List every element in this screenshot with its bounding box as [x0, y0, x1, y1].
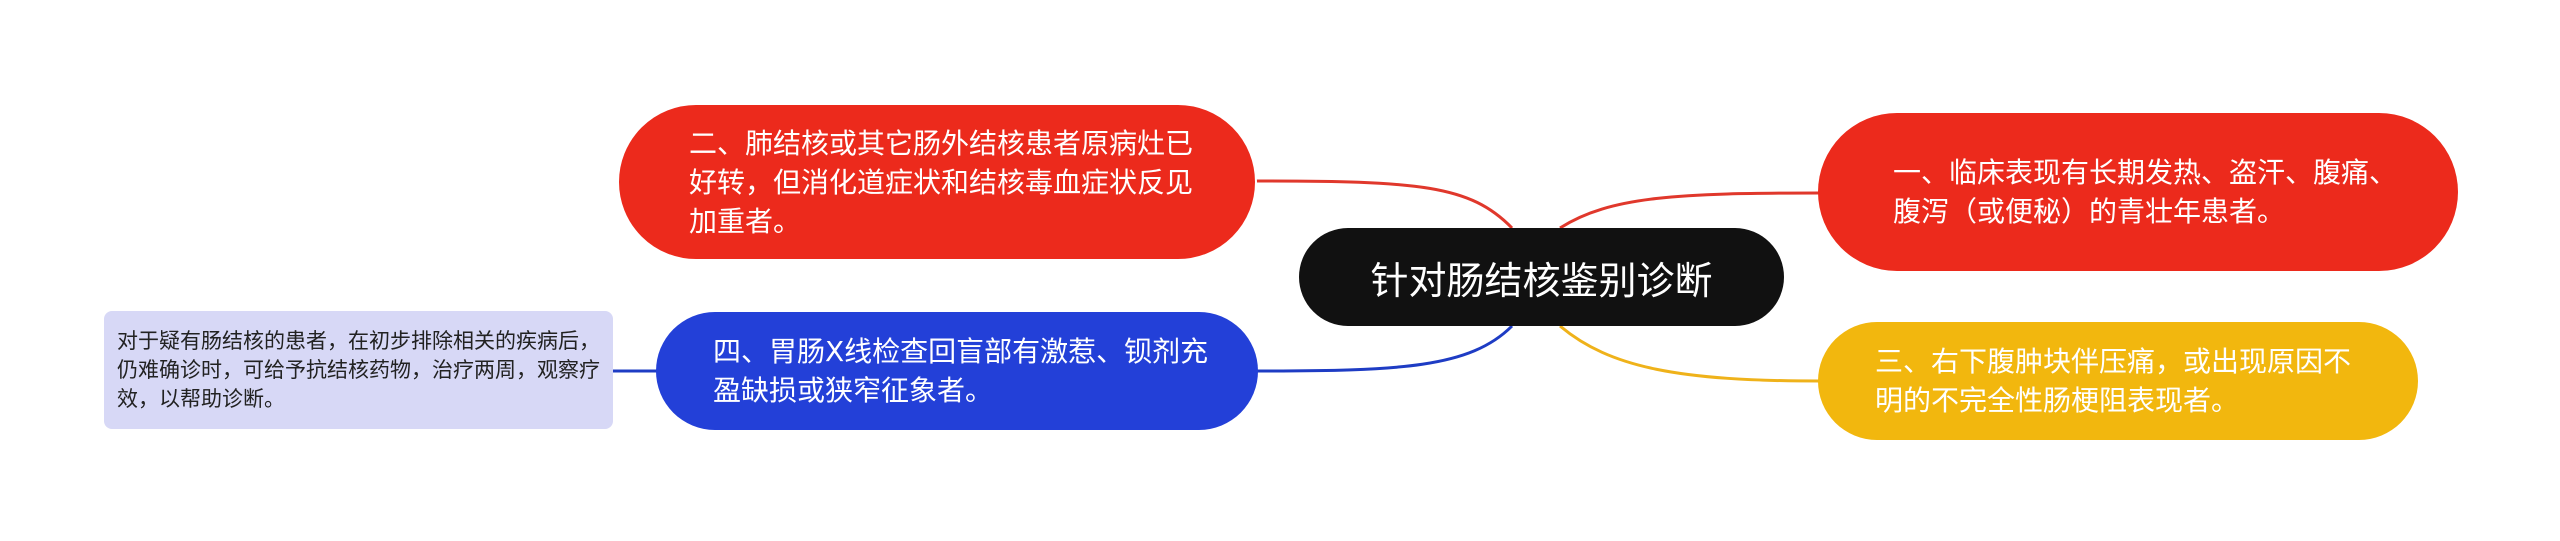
central-topic[interactable]: 针对肠结核鉴别诊断 — [1299, 228, 1784, 326]
branch-3-text: 三、右下腹肿块伴压痛，或出现原因不明的不完全性肠梗阻表现者。 — [1875, 345, 2352, 417]
branch-node-1[interactable]: 一、临床表现有长期发热、盗汗、腹痛、腹泻（或便秘）的青壮年患者。 — [1818, 113, 2458, 271]
branch-1-text: 一、临床表现有长期发热、盗汗、腹痛、腹泻（或便秘）的青壮年患者。 — [1893, 156, 2398, 228]
branch-4-note-text: 对于疑有肠结核的患者，在初步排除相关的疾病后，仍难确诊时，可给予抗结核药物，治疗… — [117, 328, 600, 411]
central-topic-label: 针对肠结核鉴别诊断 — [1370, 258, 1713, 303]
branch-4-note[interactable]: 对于疑有肠结核的患者，在初步排除相关的疾病后，仍难确诊时，可给予抗结核药物，治疗… — [104, 311, 613, 429]
branch-node-2[interactable]: 二、肺结核或其它肠外结核患者原病灶已好转，但消化道症状和结核毒血症状反见加重者。 — [617, 103, 1257, 261]
branch-2-text: 二、肺结核或其它肠外结核患者原病灶已好转，但消化道症状和结核毒血症状反见加重者。 — [689, 126, 1194, 238]
branch-4-text: 四、胃肠X线检查回盲部有激惹、钡剂充盈缺损或狭窄征象者。 — [713, 335, 1209, 407]
branch-node-3[interactable]: 三、右下腹肿块伴压痛，或出现原因不明的不完全性肠梗阻表现者。 — [1818, 322, 2418, 440]
connector-center-to-branch-4 — [1255, 324, 1514, 373]
connector-center-to-branch-2 — [1254, 179, 1514, 230]
connector-center-to-branch-3 — [1559, 324, 1821, 383]
connector-center-to-branch-1 — [1559, 191, 1821, 230]
branch-node-4[interactable]: 四、胃肠X线检查回盲部有激惹、钡剂充盈缺损或狭窄征象者。 — [656, 312, 1258, 430]
